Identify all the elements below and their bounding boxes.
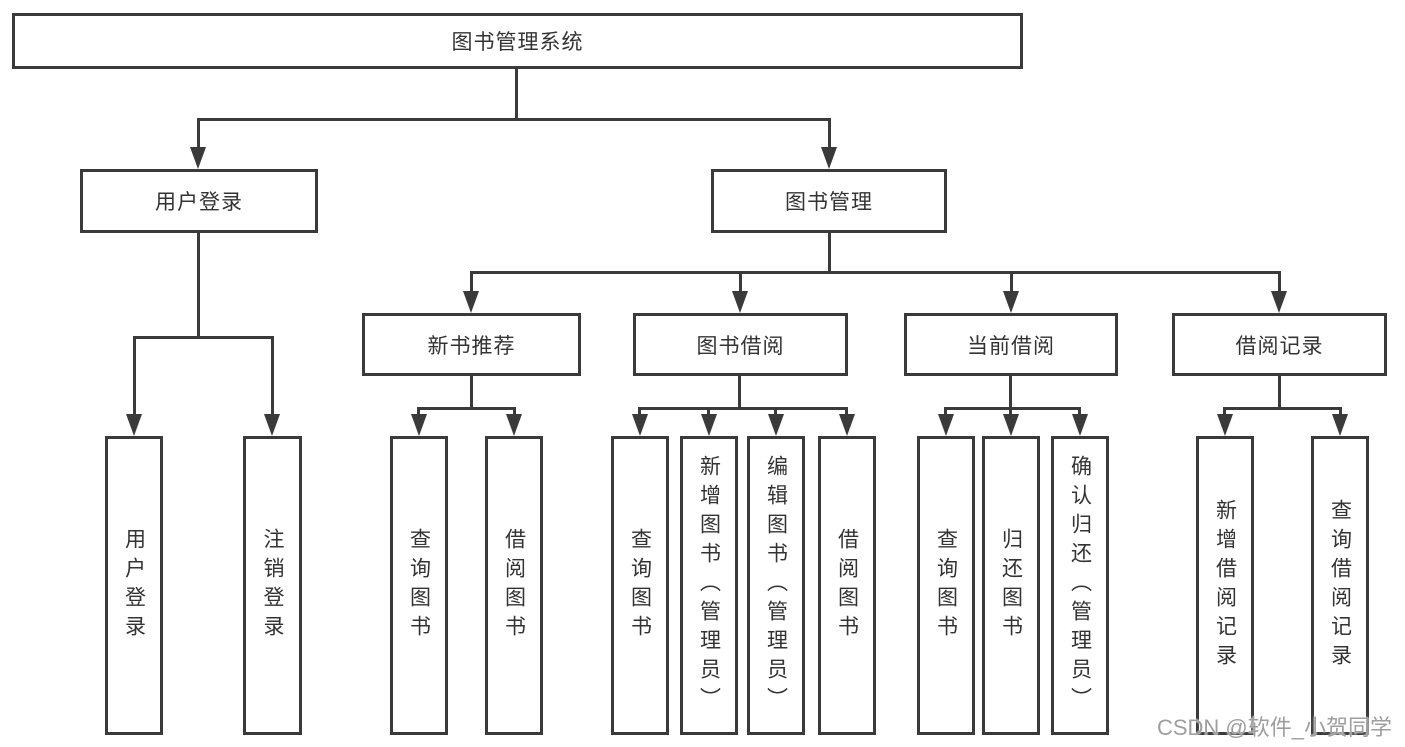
- node-book-borrow-label: 图书借阅: [696, 334, 785, 358]
- arrow-down-icon: [411, 414, 427, 436]
- node-book-management-box: 图书管理: [711, 169, 947, 233]
- arrow-down-icon: [1072, 414, 1088, 436]
- arrow-down-icon: [632, 414, 648, 436]
- arrow-down-icon: [839, 414, 855, 436]
- arrow-down-icon: [463, 291, 479, 313]
- connector-line: [197, 233, 200, 339]
- node-current-borrow-label: 当前借阅: [967, 334, 1055, 358]
- arrow-down-icon: [126, 414, 142, 436]
- leaf-edit-book-admin-box: 编辑图书（管理员）: [747, 436, 805, 735]
- leaf-user-login-box: 用户登录: [105, 436, 163, 735]
- leaf-recommend-borrow-book-label: 借阅图书: [502, 527, 526, 644]
- connector-line: [133, 336, 136, 417]
- connector-line: [271, 336, 274, 417]
- leaf-borrow-query-book-box: 查询图书: [611, 436, 669, 735]
- leaf-query-borrow-record-box: 查询借阅记录: [1311, 436, 1369, 735]
- leaf-confirm-return-admin-label: 确认归还（管理员）: [1068, 455, 1092, 716]
- leaf-borrow-borrow-book-box: 借阅图书: [818, 436, 876, 735]
- leaf-borrow-borrow-book-label: 借阅图书: [835, 527, 859, 644]
- leaf-borrow-query-book-label: 查询图书: [628, 527, 652, 644]
- connector-line: [515, 69, 518, 121]
- connector-line: [197, 118, 831, 121]
- leaf-return-book-label: 归还图书: [999, 527, 1023, 644]
- connector-line: [774, 407, 777, 417]
- leaf-logout-label: 注销登录: [261, 527, 284, 644]
- leaf-add-book-admin-box: 新增图书（管理员）: [680, 436, 738, 735]
- connector-line: [845, 407, 848, 417]
- leaf-add-book-admin-label: 新增图书（管理员）: [697, 455, 721, 716]
- connector-line: [417, 407, 420, 417]
- node-borrow-record-box: 借阅记录: [1172, 313, 1387, 376]
- connector-line: [828, 233, 831, 274]
- connector-line: [944, 407, 947, 417]
- connector-line: [470, 376, 473, 410]
- arrow-down-icon: [821, 147, 837, 169]
- node-user-login-box: 用户登录: [80, 169, 318, 233]
- node-root-box: 图书管理系统: [12, 13, 1023, 69]
- connector-line: [1223, 407, 1226, 417]
- leaf-query-borrow-record-label: 查询借阅记录: [1328, 498, 1352, 673]
- connector-line: [1009, 376, 1012, 410]
- leaf-current-query-book-box: 查询图书: [917, 436, 975, 735]
- connector-line: [738, 376, 741, 410]
- leaf-recommend-query-book-box: 查询图书: [390, 436, 448, 735]
- arrow-down-icon: [1332, 414, 1348, 436]
- arrow-down-icon: [1003, 291, 1019, 313]
- leaf-recommend-borrow-book-box: 借阅图书: [485, 436, 543, 735]
- connector-line: [470, 271, 1281, 274]
- csdn-watermark: CSDN @软件_小贺同学: [1156, 715, 1392, 740]
- arrow-down-icon: [768, 414, 784, 436]
- connector-line: [470, 271, 473, 293]
- arrow-down-icon: [1271, 291, 1287, 313]
- leaf-logout-box: 注销登录: [243, 436, 302, 735]
- connector-line: [1078, 407, 1081, 417]
- leaf-edit-book-admin-label: 编辑图书（管理员）: [764, 455, 788, 716]
- leaf-add-borrow-record-box: 新增借阅记录: [1196, 436, 1254, 735]
- connector-line: [1278, 271, 1281, 293]
- connector-line: [638, 407, 641, 417]
- leaf-return-book-box: 归还图书: [982, 436, 1040, 735]
- arrow-down-icon: [264, 414, 280, 436]
- connector-line: [417, 407, 516, 410]
- arrow-down-icon: [1003, 414, 1019, 436]
- connector-line: [828, 118, 831, 150]
- leaf-recommend-query-book-label: 查询图书: [407, 527, 431, 644]
- connector-line: [1010, 271, 1013, 293]
- node-borrow-record-label: 借阅记录: [1235, 334, 1324, 358]
- leaf-user-login-label: 用户登录: [122, 527, 146, 644]
- connector-line: [513, 407, 516, 417]
- connector-line: [1278, 376, 1281, 410]
- connector-line: [739, 271, 742, 293]
- leaf-add-borrow-record-label: 新增借阅记录: [1213, 498, 1237, 673]
- connector-line: [1223, 407, 1341, 410]
- node-new-book-recommend-box: 新书推荐: [362, 313, 581, 376]
- leaf-current-query-book-label: 查询图书: [934, 527, 958, 644]
- arrow-down-icon: [1217, 414, 1233, 436]
- node-book-borrow-box: 图书借阅: [633, 313, 848, 376]
- connector-line: [1339, 407, 1342, 417]
- connector-line: [944, 407, 1081, 410]
- node-root-label: 图书管理系统: [451, 31, 584, 54]
- connector-line: [1009, 407, 1012, 417]
- node-book-management-label: 图书管理: [785, 191, 873, 214]
- leaf-confirm-return-admin-box: 确认归还（管理员）: [1051, 436, 1109, 735]
- connector-line: [638, 407, 848, 410]
- arrow-down-icon: [938, 414, 954, 436]
- arrow-down-icon: [506, 414, 522, 436]
- arrow-down-icon: [732, 291, 748, 313]
- node-user-login-label: 用户登录: [155, 191, 243, 214]
- connector-line: [197, 118, 200, 150]
- node-new-book-recommend-label: 新书推荐: [427, 334, 516, 358]
- arrow-down-icon: [190, 147, 206, 169]
- arrow-down-icon: [701, 414, 717, 436]
- connector-line: [707, 407, 710, 417]
- connector-line: [133, 336, 274, 339]
- node-current-borrow-box: 当前借阅: [904, 313, 1118, 376]
